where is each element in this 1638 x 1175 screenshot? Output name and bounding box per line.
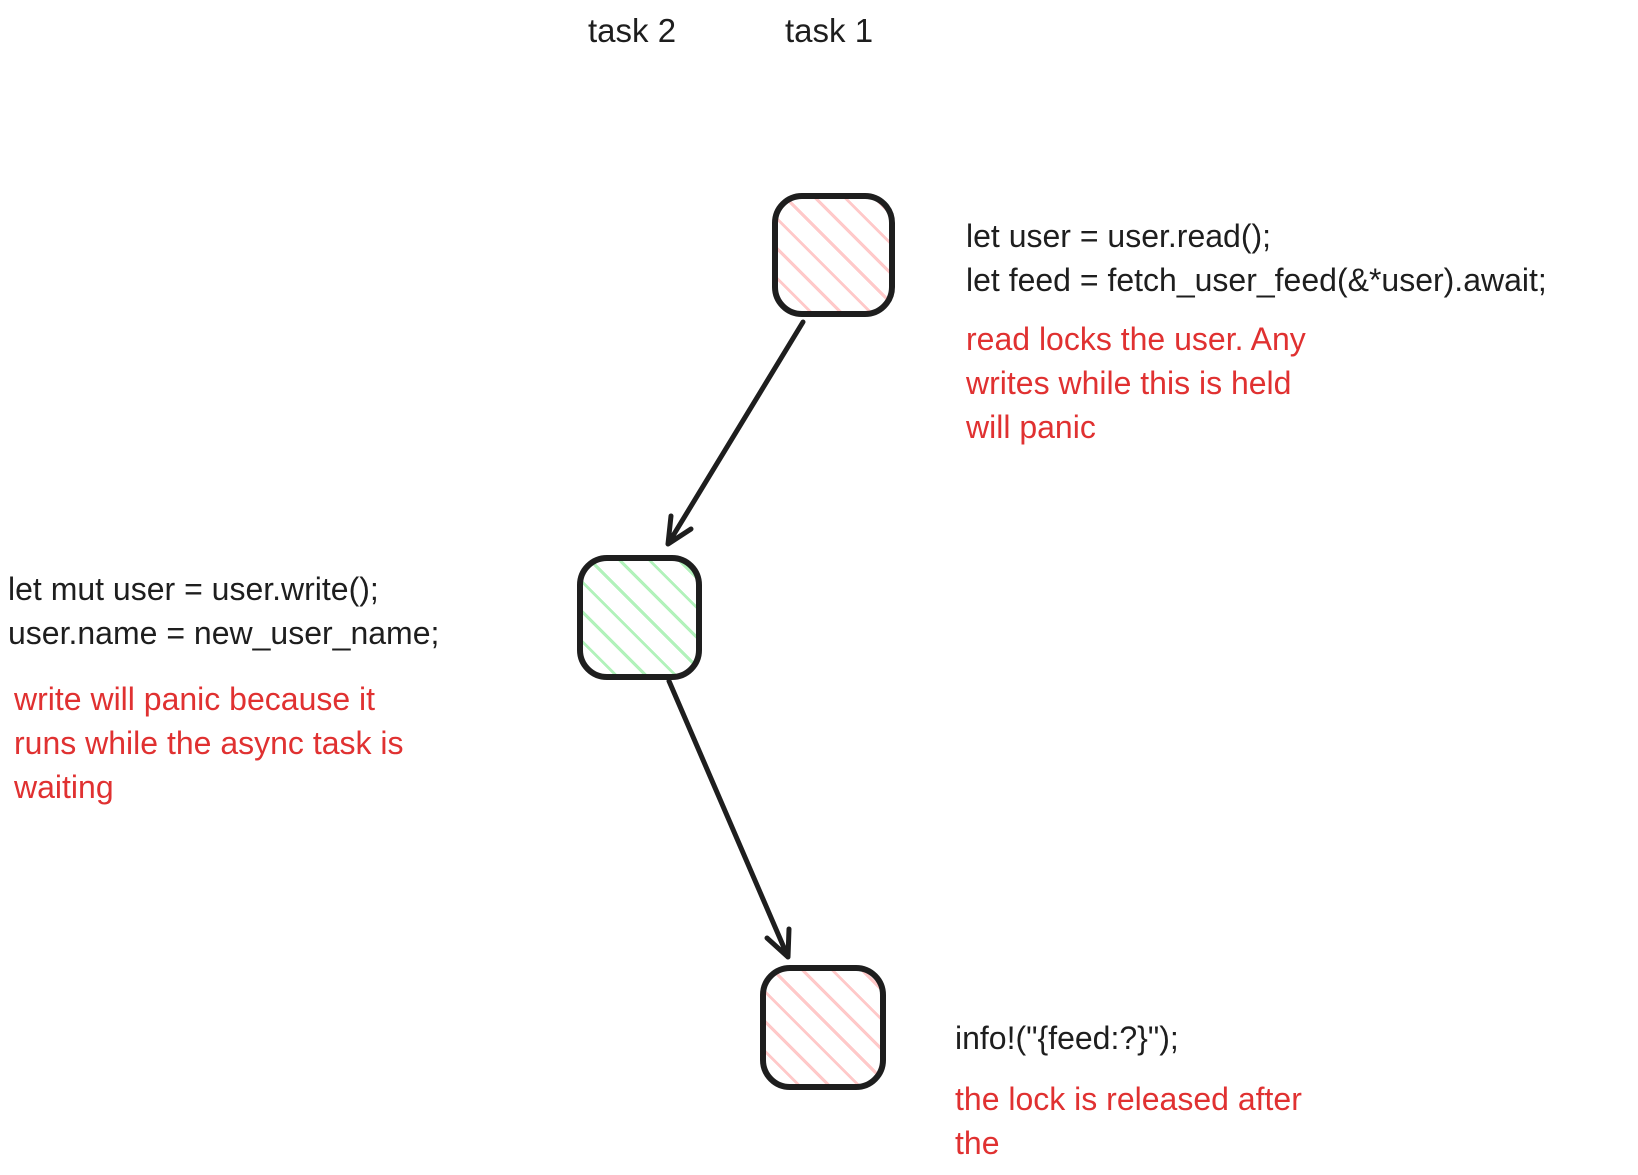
arrow-write-to-info <box>666 678 792 960</box>
code-line: info!("{feed:?}"); <box>955 1020 1179 1056</box>
code-line: let user = user.read(); <box>966 218 1272 254</box>
note-line: write will panic because it <box>14 681 376 717</box>
arrow-read-to-write <box>665 319 806 547</box>
note-line: waiting <box>14 769 114 805</box>
note-line: runs while the async task is <box>14 725 404 761</box>
node-task1-info <box>760 965 886 1090</box>
node-task1-read-lock <box>772 193 895 317</box>
note-line: writes while this is held <box>966 365 1292 401</box>
code-line: user.name = new_user_name; <box>8 615 440 651</box>
code-line: let mut user = user.write(); <box>8 571 379 607</box>
task1-info-note: the lock is released after the <box>955 1077 1302 1165</box>
task1-info-code: info!("{feed:?}"); <box>955 1016 1179 1060</box>
node-task2-write <box>577 555 702 680</box>
task1-read-note: read locks the user. Any writes while th… <box>966 317 1306 449</box>
note-line: the lock is released after <box>955 1081 1302 1117</box>
note-line: will panic <box>966 409 1096 445</box>
column-label-task2: task 2 <box>588 12 677 49</box>
column-label-task1: task 1 <box>785 12 874 49</box>
task2-write-code: let mut user = user.write(); user.name =… <box>8 567 439 655</box>
note-line: the <box>955 1125 1000 1161</box>
task2-write-note: write will panic because it runs while t… <box>14 677 404 809</box>
code-line: let feed = fetch_user_feed(&*user).await… <box>966 262 1547 298</box>
task1-read-code: let user = user.read(); let feed = fetch… <box>966 214 1547 302</box>
note-line: read locks the user. Any <box>966 321 1306 357</box>
